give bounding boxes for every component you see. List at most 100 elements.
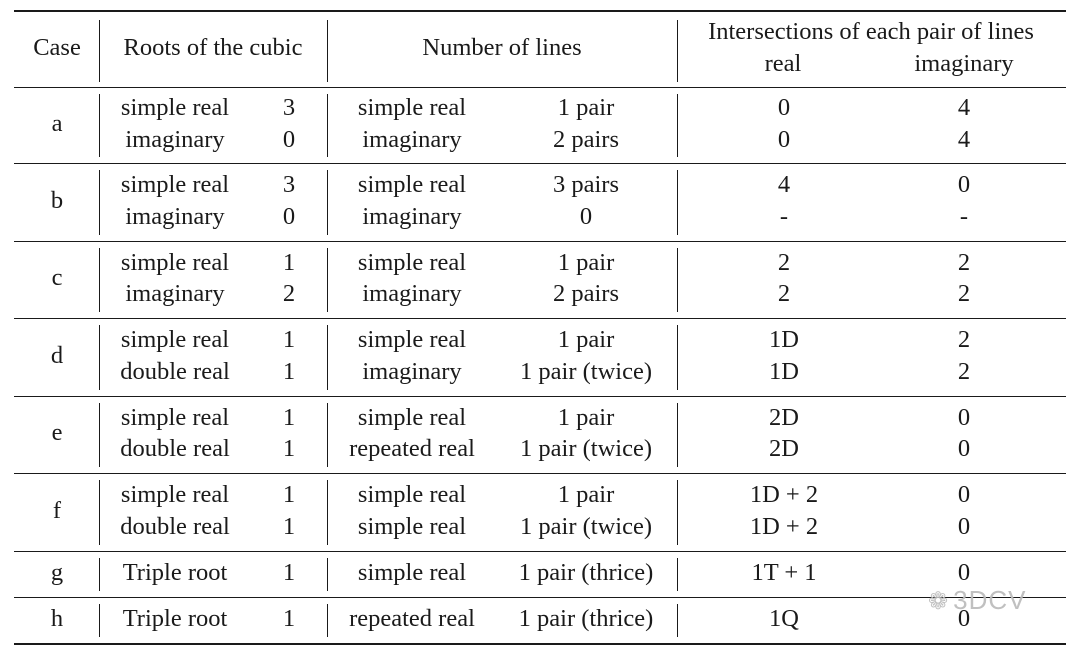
cell-int-imag: 0 bbox=[957, 435, 971, 462]
cell-line-type: simple real bbox=[357, 248, 467, 276]
cell-int-imag: 2 bbox=[957, 280, 971, 307]
cell-line-type: repeated real bbox=[349, 435, 475, 462]
header-intersections: Intersections of each pair of lines bbox=[708, 18, 1034, 45]
cell-int-imag: 0 bbox=[957, 604, 971, 632]
cell-int-imag: 0 bbox=[957, 171, 971, 198]
cell-root-type: simple real bbox=[120, 326, 230, 353]
cell-root-type: double real bbox=[120, 512, 230, 540]
case-label: g bbox=[50, 558, 64, 586]
cell-line-type: repeated real bbox=[349, 604, 475, 632]
cell-root-type: double real bbox=[120, 357, 230, 385]
cell-int-real: 1D + 2 bbox=[749, 512, 819, 540]
header-imaginary: imaginary bbox=[914, 50, 1014, 77]
cell-root-count: 0 bbox=[282, 202, 296, 230]
column-rule bbox=[677, 20, 679, 82]
cell-root-count: 0 bbox=[282, 125, 296, 153]
bottom-rule bbox=[14, 643, 1066, 646]
cell-line-type: imaginary bbox=[362, 357, 462, 385]
wechat-icon: ❁ bbox=[928, 588, 950, 615]
cell-line-type: imaginary bbox=[362, 202, 462, 230]
cell-int-real: 0 bbox=[777, 125, 791, 153]
cell-line-type: simple real bbox=[357, 326, 467, 353]
cell-line-type: imaginary bbox=[362, 125, 462, 153]
cell-root-type: imaginary bbox=[125, 280, 225, 307]
cell-line-count: 1 pair (thrice) bbox=[518, 558, 654, 586]
case-label: a bbox=[51, 109, 63, 137]
cell-line-count: 1 pair bbox=[557, 403, 615, 431]
column-rule bbox=[327, 94, 329, 157]
case-label: c bbox=[51, 264, 63, 291]
cell-int-real: - bbox=[779, 202, 789, 230]
cell-root-type: simple real bbox=[120, 94, 230, 121]
cell-int-real: 0 bbox=[777, 94, 791, 121]
cell-root-count: 1 bbox=[282, 512, 296, 540]
column-rule bbox=[327, 170, 329, 235]
cell-root-type: Triple root bbox=[122, 558, 228, 586]
group-rule bbox=[14, 396, 1066, 398]
top-rule bbox=[14, 10, 1066, 13]
cell-root-type: imaginary bbox=[125, 125, 225, 153]
column-rule bbox=[99, 325, 101, 390]
cell-int-real: 1D + 2 bbox=[749, 481, 819, 508]
cell-line-count: 1 pair bbox=[557, 94, 615, 121]
cell-int-imag: 0 bbox=[957, 403, 971, 431]
cell-root-type: Triple root bbox=[122, 604, 228, 632]
cell-int-real: 2D bbox=[769, 403, 799, 431]
column-rule bbox=[99, 558, 101, 591]
cell-line-type: imaginary bbox=[362, 280, 462, 307]
cell-root-count: 1 bbox=[282, 248, 296, 276]
group-rule bbox=[14, 473, 1066, 475]
cell-root-type: simple real bbox=[120, 171, 230, 198]
column-rule bbox=[327, 325, 329, 390]
header-case: Case bbox=[33, 34, 81, 61]
watermark: ❁3DCV bbox=[928, 585, 1026, 616]
column-rule bbox=[327, 20, 329, 82]
cell-root-type: simple real bbox=[120, 403, 230, 431]
column-rule bbox=[677, 604, 679, 637]
cell-int-imag: 2 bbox=[957, 248, 971, 276]
cell-root-count: 1 bbox=[282, 604, 296, 632]
cell-root-count: 1 bbox=[282, 357, 296, 385]
header-roots: Roots of the cubic bbox=[123, 34, 303, 61]
column-rule bbox=[677, 94, 679, 157]
column-rule bbox=[99, 604, 101, 637]
cell-int-imag: 0 bbox=[957, 558, 971, 586]
cell-line-type: simple real bbox=[357, 171, 467, 198]
column-rule bbox=[99, 94, 101, 157]
case-label: h bbox=[50, 604, 64, 632]
cell-int-real: 4 bbox=[777, 171, 791, 198]
cell-line-count: 2 pairs bbox=[553, 280, 619, 307]
cell-root-type: imaginary bbox=[125, 202, 225, 230]
cell-int-imag: 4 bbox=[957, 94, 971, 121]
cell-line-count: 1 pair (twice) bbox=[520, 512, 652, 540]
cell-line-count: 1 pair bbox=[557, 248, 615, 276]
column-rule bbox=[327, 403, 329, 467]
cell-line-count: 0 bbox=[579, 202, 593, 230]
case-label: d bbox=[50, 341, 64, 369]
cell-root-count: 1 bbox=[282, 481, 296, 508]
cell-int-imag: 0 bbox=[957, 481, 971, 508]
column-rule bbox=[677, 248, 679, 312]
group-rule bbox=[14, 551, 1066, 553]
cell-line-count: 1 pair (twice) bbox=[520, 435, 652, 462]
column-rule bbox=[327, 480, 329, 545]
cell-int-real: 1T + 1 bbox=[751, 558, 817, 586]
cell-root-count: 3 bbox=[282, 94, 296, 121]
cell-line-type: simple real bbox=[357, 558, 467, 586]
cell-line-count: 3 pairs bbox=[553, 171, 619, 198]
column-rule bbox=[677, 325, 679, 390]
cell-root-type: double real bbox=[120, 435, 230, 462]
cell-line-count: 1 pair bbox=[557, 326, 615, 353]
cell-int-real: 2 bbox=[777, 248, 791, 276]
header-lines: Number of lines bbox=[422, 34, 582, 61]
cell-line-count: 1 pair (twice) bbox=[520, 357, 652, 385]
cell-int-real: 1Q bbox=[769, 604, 799, 632]
column-rule bbox=[99, 480, 101, 545]
header-real: real bbox=[764, 50, 802, 77]
cell-line-count: 2 pairs bbox=[553, 125, 619, 153]
cell-line-type: simple real bbox=[357, 512, 467, 540]
cell-int-real: 1D bbox=[769, 326, 799, 353]
column-rule bbox=[677, 170, 679, 235]
cell-int-imag: 4 bbox=[957, 125, 971, 153]
case-label: f bbox=[52, 496, 62, 524]
